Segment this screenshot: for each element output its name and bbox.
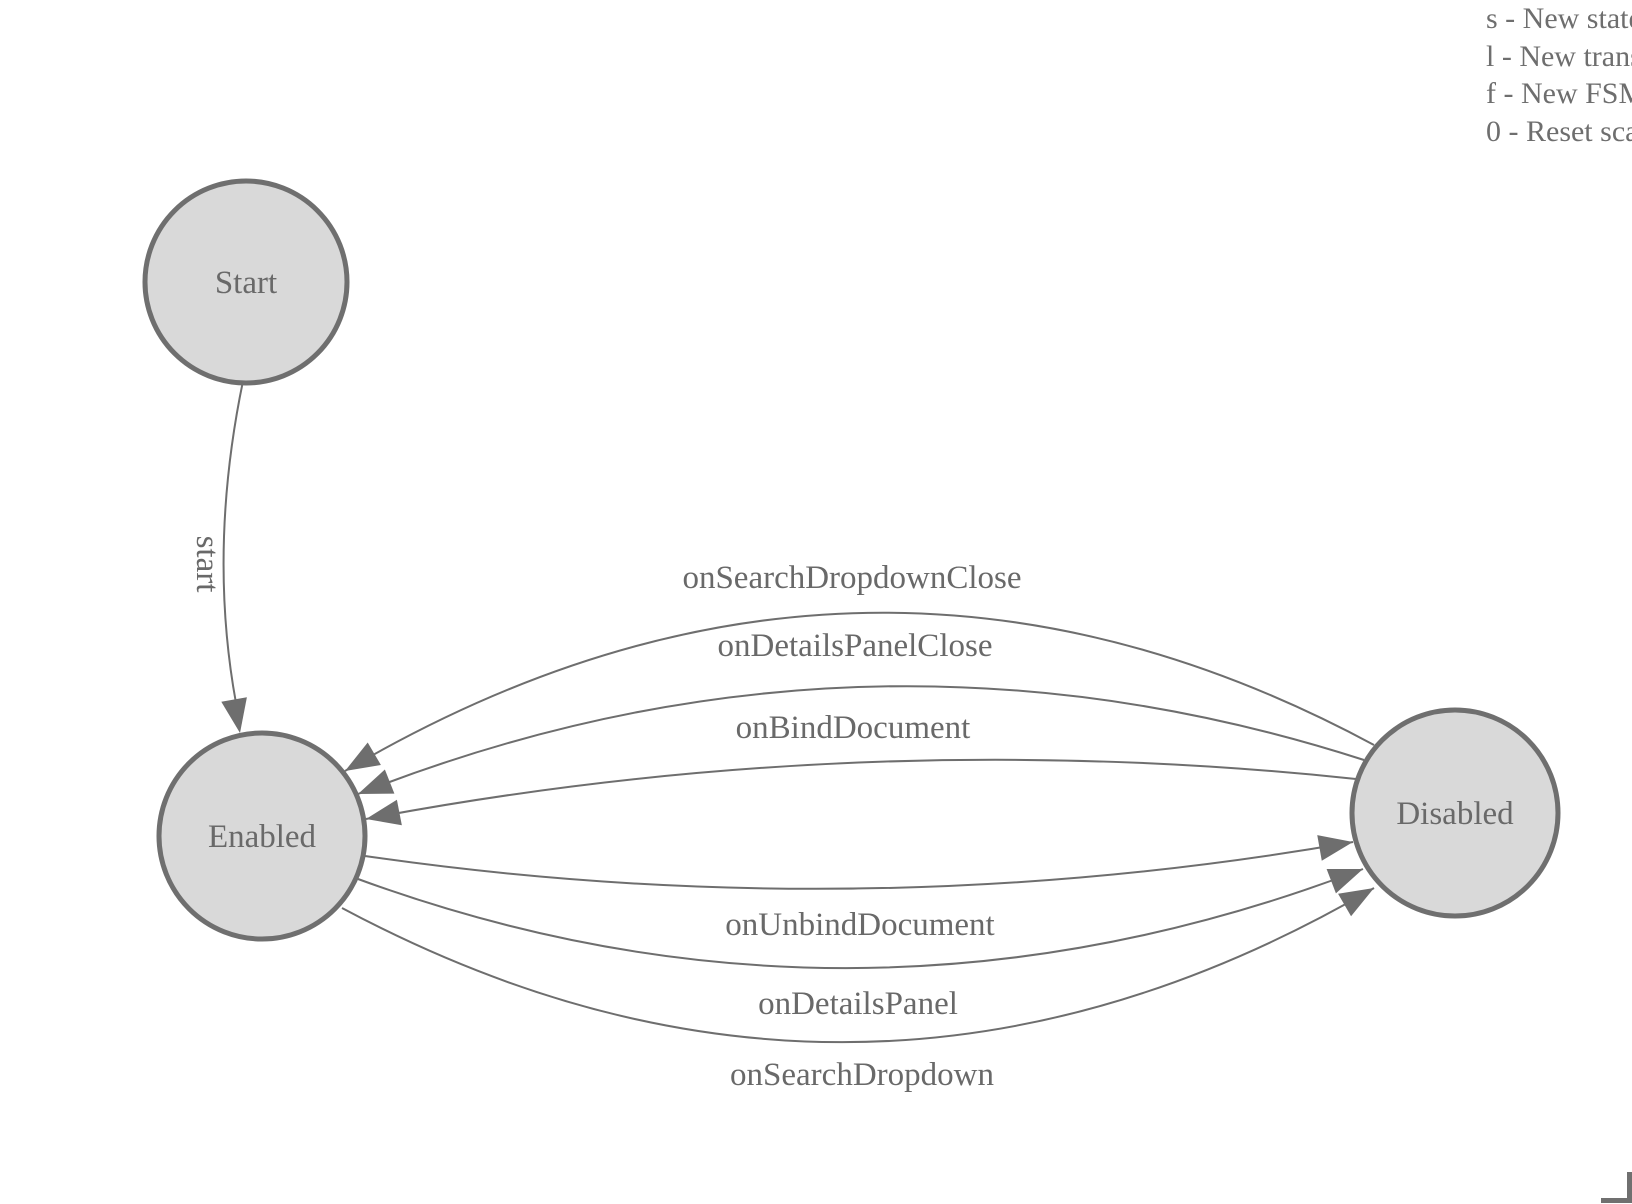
state-node-start[interactable] [142,178,350,386]
legend-line-reset-scale: 0 - Reset scale [1486,114,1632,148]
arrowhead-onbinddocument-icon [366,799,402,826]
arrowhead-onunbinddocument-icon [1317,835,1353,861]
edge-label-start: start [189,536,225,593]
edge-label-onunbinddocument: onUnbindDocument [725,907,994,943]
edge-label-onsearchdropdown: onSearchDropdown [730,1057,994,1093]
edge-onunbinddocument[interactable] [364,841,1354,890]
arrowhead-start-to-enabled-icon [221,697,247,733]
edge-onsearchdropdown[interactable] [341,887,1375,1044]
arrowhead-ondetailspanel-icon [1326,869,1363,894]
edge-label-onsearchdropdownclose: onSearchDropdownClose [682,560,1021,596]
legend-line-new-fsm: f - New FSM [1486,77,1632,110]
state-node-disabled[interactable] [1349,707,1561,919]
arrowhead-onsearchdropdownclose-icon [345,742,381,771]
edge-start[interactable] [222,380,244,704]
edge-onbinddocument[interactable] [365,758,1357,820]
edge-label-onbinddocument: onBindDocument [736,710,971,746]
state-node-enabled[interactable] [156,730,368,942]
shortcut-legend: s - New state l - New transition f - New… [1486,0,1632,150]
edge-ondetailspanel[interactable] [357,868,1364,970]
state-label-start: Start [215,265,277,301]
legend-line-new-state: s - New state [1486,2,1632,35]
edge-label-ondetailspanel: onDetailsPanel [758,986,958,1022]
arrowhead-ondetailspanelclose-icon [358,769,395,794]
edge-ondetailspanelclose[interactable] [357,685,1365,795]
state-label-disabled: Disabled [1396,796,1514,832]
legend-line-new-transition: l - New transition [1486,39,1632,73]
edge-label-ondetailspanelclose: onDetailsPanelClose [718,628,993,664]
offscreen-element-corner [1601,1172,1632,1203]
state-label-enabled: Enabled [208,819,317,855]
arrowhead-onsearchdropdown-icon [1338,888,1374,917]
edge-onsearchdropdownclose[interactable] [344,611,1375,772]
